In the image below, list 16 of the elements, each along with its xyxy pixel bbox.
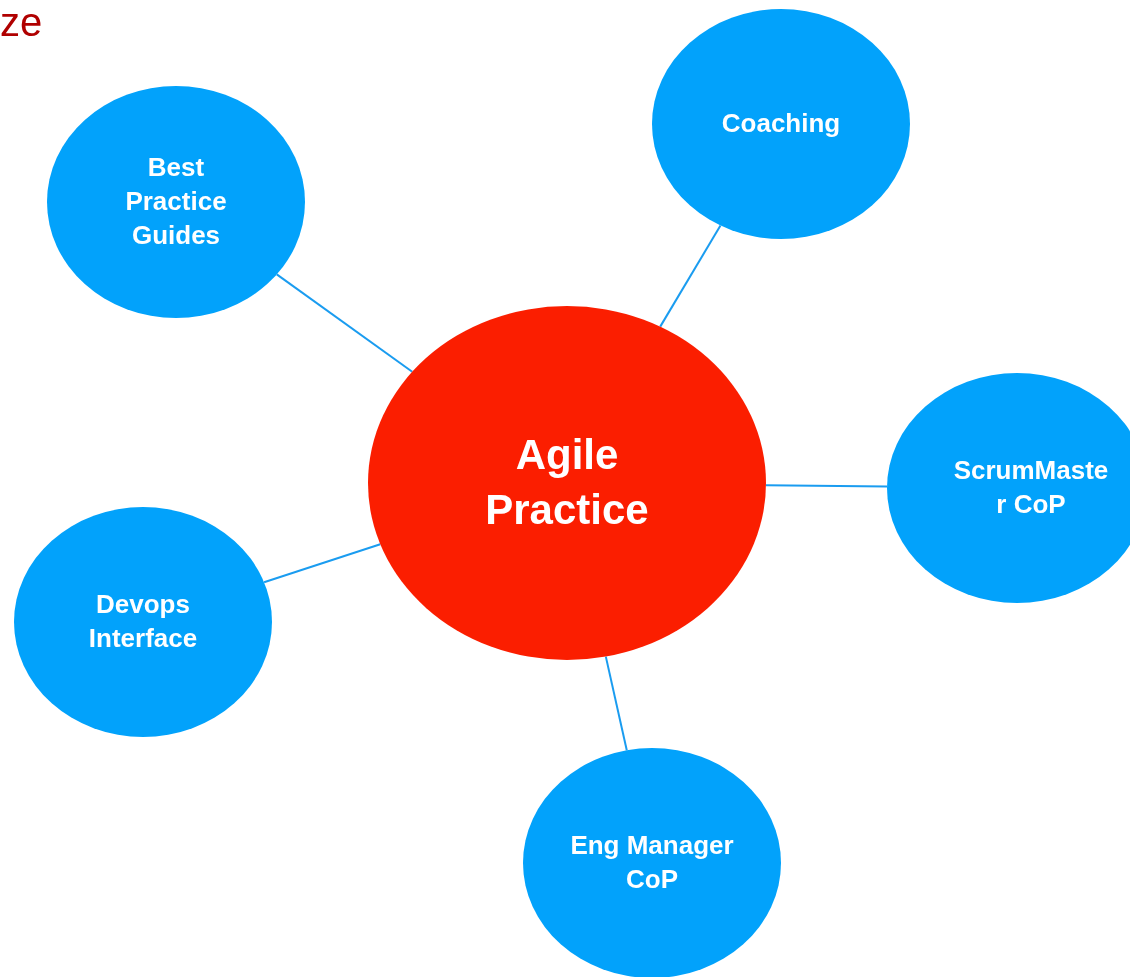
ellipse-node (652, 9, 910, 239)
connector-line (659, 224, 722, 328)
title-fragment: ze (0, 0, 43, 44)
node-label: Coaching (721, 107, 841, 141)
node-label: ScrumMaste r CoP (952, 454, 1110, 521)
ellipse-node (14, 507, 272, 737)
connector-line (263, 543, 382, 584)
node-label: Devops Interface (87, 588, 199, 655)
node-label: Agile Practice (484, 430, 650, 535)
connector-line (275, 273, 414, 373)
connector-line (604, 655, 628, 752)
ellipse-node (368, 306, 766, 660)
node-label: Eng Manager CoP (569, 829, 735, 896)
ellipse-node (47, 86, 305, 318)
node-label: Best Practice Guides (124, 151, 228, 252)
connector-line (765, 484, 888, 488)
